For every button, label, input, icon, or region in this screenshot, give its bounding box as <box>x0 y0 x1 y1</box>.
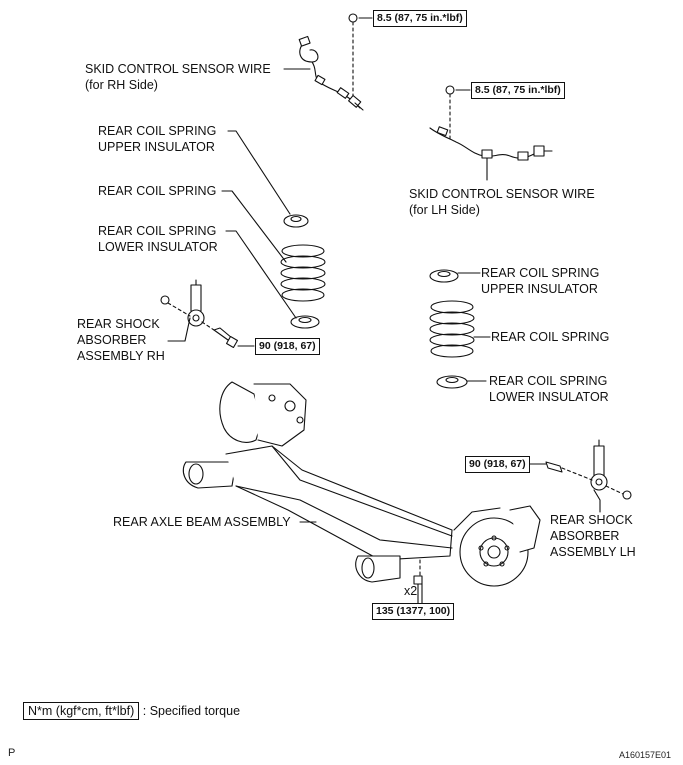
lower-insulator-lh <box>436 375 468 389</box>
torque-shock-lh: 90 (918, 67) <box>465 456 530 473</box>
bolt-quantity: x2 <box>404 584 418 598</box>
lower-insulator-rh <box>290 315 320 329</box>
footer-left: P <box>8 747 16 759</box>
figure-code: A160157E01 <box>619 750 672 760</box>
label-axle-beam: REAR AXLE BEAM ASSEMBLY <box>113 515 291 529</box>
torque-sensor-bolt-rh: 8.5 (87, 75 in.*lbf) <box>373 10 467 27</box>
leader-shock-lh <box>593 489 601 513</box>
leader-shock-rh <box>167 317 191 342</box>
skid-sensor-wire-lh <box>429 126 553 161</box>
torque-axle-bolt: 135 (1377, 100) <box>372 603 455 620</box>
coil-spring-lh <box>429 300 475 358</box>
torque-sensor-bolt-lh: 8.5 (87, 75 in.*lbf) <box>471 82 565 99</box>
shock-absorber-rh <box>160 279 239 349</box>
torque-legend: N*m (kgf*cm, ft*lbf) : Specified torque <box>23 702 240 720</box>
leader-coil-rh <box>221 190 287 263</box>
label-coil-spring-rh: REAR COIL SPRING <box>98 184 217 198</box>
legend-text: : Specified torque <box>142 704 241 718</box>
skid-sensor-wire-rh <box>298 35 364 111</box>
upper-insulator-rh <box>283 214 309 228</box>
label-skid-sensor-wire-lh: SKID CONTROL SENSOR WIRE(for LH Side) <box>409 187 595 217</box>
sensor-bolt-lh <box>445 85 471 141</box>
upper-insulator-lh <box>429 269 459 283</box>
leader-lower-ins-rh <box>225 230 297 319</box>
sensor-bolt-rh <box>348 13 373 97</box>
torque-shock-rh: 90 (918, 67) <box>255 338 320 355</box>
legend-unit-box: N*m (kgf*cm, ft*lbf) <box>23 702 140 720</box>
label-skid-sensor-wire-rh: SKID CONTROL SENSOR WIRE(for RH Side) <box>85 62 271 92</box>
rear-axle-beam <box>182 381 541 587</box>
coil-spring-rh <box>280 244 326 302</box>
shock-absorber-lh <box>545 439 632 500</box>
label-coil-spring-lh: REAR COIL SPRING <box>491 330 610 344</box>
leader-upper-ins-rh <box>227 130 291 215</box>
